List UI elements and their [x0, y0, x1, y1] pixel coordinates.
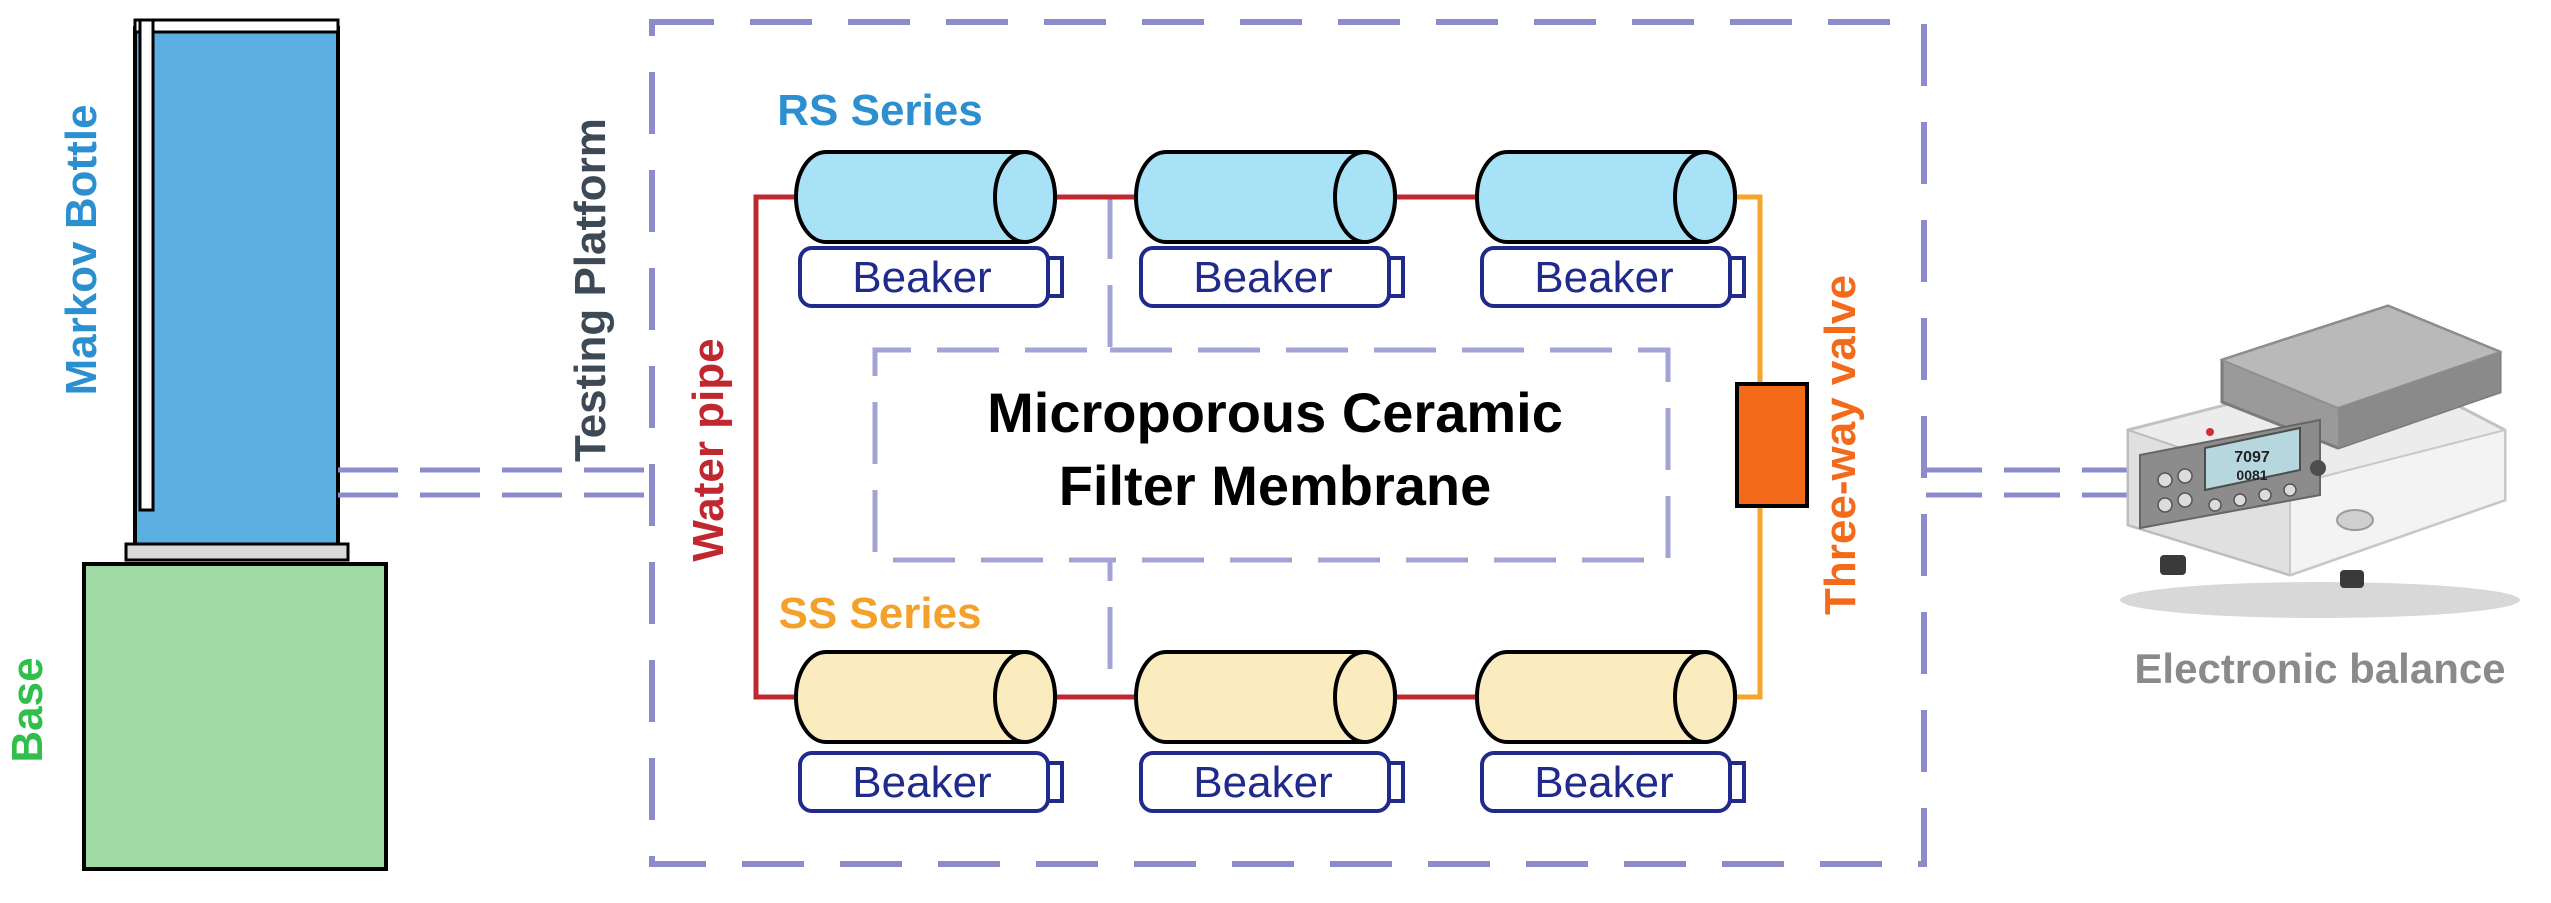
ss-tube-2	[1134, 650, 1397, 744]
beaker-ss-1-label: Beaker	[852, 758, 991, 807]
beaker-ss-2	[1139, 751, 1405, 813]
beaker-ss-2-label: Beaker	[1193, 758, 1332, 807]
beaker-ss-3	[1480, 751, 1746, 813]
three-way-valve-icon	[1735, 382, 1809, 508]
ss-tube-3	[1475, 650, 1737, 744]
membrane-label-line2: Filter Membrane	[1059, 454, 1492, 517]
electronic-balance-label: Electronic balance	[2134, 645, 2505, 692]
base-label: Base	[3, 657, 52, 762]
beaker-rs-3-label: Beaker	[1534, 253, 1673, 302]
balance-display-line1: 7097	[2234, 449, 2270, 466]
rs-tube-3	[1475, 150, 1737, 244]
testing-platform-frame	[649, 19, 1927, 867]
testing-platform-label: Testing Platform	[566, 118, 615, 462]
three-way-valve-label: Three-way valve	[1816, 275, 1865, 615]
rs-tube-2	[1134, 150, 1397, 244]
beaker-rs-3	[1480, 246, 1746, 308]
membrane-label-line1: Microporous Ceramic	[987, 381, 1563, 444]
beaker-rs-2	[1139, 246, 1405, 308]
rs-tube-1	[794, 150, 1057, 244]
ss-series-label: SS Series	[778, 589, 981, 638]
beaker-ss-3-label: Beaker	[1534, 758, 1673, 807]
electronic-balance-icon	[2120, 304, 2520, 618]
markov-bottle-icon	[124, 18, 350, 562]
beaker-rs-1	[798, 246, 1064, 308]
ss-tube-1	[794, 650, 1057, 744]
beaker-rs-2-label: Beaker	[1193, 253, 1332, 302]
membrane-box	[872, 197, 1671, 672]
base-block-icon	[82, 562, 388, 871]
balance-display-line2: 0081	[2236, 467, 2267, 483]
beaker-rs-1-label: Beaker	[852, 253, 991, 302]
bottle-connector	[338, 467, 650, 498]
markov-bottle-label: Markov Bottle	[57, 105, 106, 396]
balance-connector	[1926, 467, 2130, 498]
rs-series-label: RS Series	[777, 86, 982, 135]
beaker-ss-1	[798, 751, 1064, 813]
water-pipe-label: Water pipe	[684, 338, 733, 561]
